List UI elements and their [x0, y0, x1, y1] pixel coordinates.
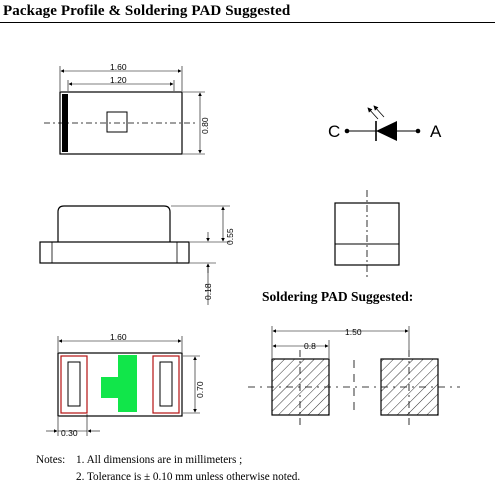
title-rule: [0, 22, 495, 23]
dim-pad-width-label: 0.30: [61, 428, 78, 438]
diode-symbol: C A: [328, 105, 442, 141]
light-emission-icon: [367, 105, 385, 120]
diode-triangle: [376, 121, 397, 141]
bottom-view: 1.60 0.70 0.30: [46, 332, 205, 438]
side-base: [39, 241, 190, 264]
end-view: [334, 190, 400, 278]
die-square: [106, 111, 128, 133]
cathode-label: C: [328, 122, 340, 141]
left-terminal: [60, 355, 88, 414]
note-item-1: 1. All dimensions are in millimeters ;: [76, 454, 243, 466]
anode-label: A: [430, 122, 442, 141]
dim-bottom-length-label: 1.60: [110, 332, 127, 342]
dim-body-height-label: 0.55: [225, 228, 235, 245]
side-dome: [57, 205, 171, 242]
anode-terminal-dot: [415, 128, 421, 134]
page-title: Package Profile & Soldering PAD Suggeste…: [3, 3, 291, 19]
note-item-2: 2. Tolerance is ± 0.10 mm unless otherwi…: [76, 471, 301, 483]
dim-bottom-width-label: 0.70: [195, 381, 205, 398]
notes-label: Notes:: [36, 454, 66, 466]
dim-inner-length-label: 1.20: [110, 75, 127, 85]
led-pad-green: [101, 355, 137, 412]
cathode-mark: [62, 94, 68, 152]
dim-span-label: 1.50: [345, 327, 362, 337]
side-view: 0.55 0.18: [39, 205, 235, 305]
dim-pad-label: 0.8: [304, 341, 316, 351]
solder-pad-heading: Soldering PAD Suggested:: [262, 289, 414, 304]
top-view-body: [59, 91, 183, 155]
right-terminal: [152, 355, 180, 414]
solder-pads: 1.50 0.8: [248, 326, 460, 425]
top-view: 1.60 1.20 0.80: [44, 62, 210, 155]
dim-pad-thickness-label: 0.18: [203, 283, 213, 300]
solder-pad-right: [380, 358, 439, 416]
dim-total-length-label: 1.60: [110, 62, 127, 72]
dim-height-label: 0.80: [200, 117, 210, 134]
cathode-terminal-dot: [344, 128, 350, 134]
